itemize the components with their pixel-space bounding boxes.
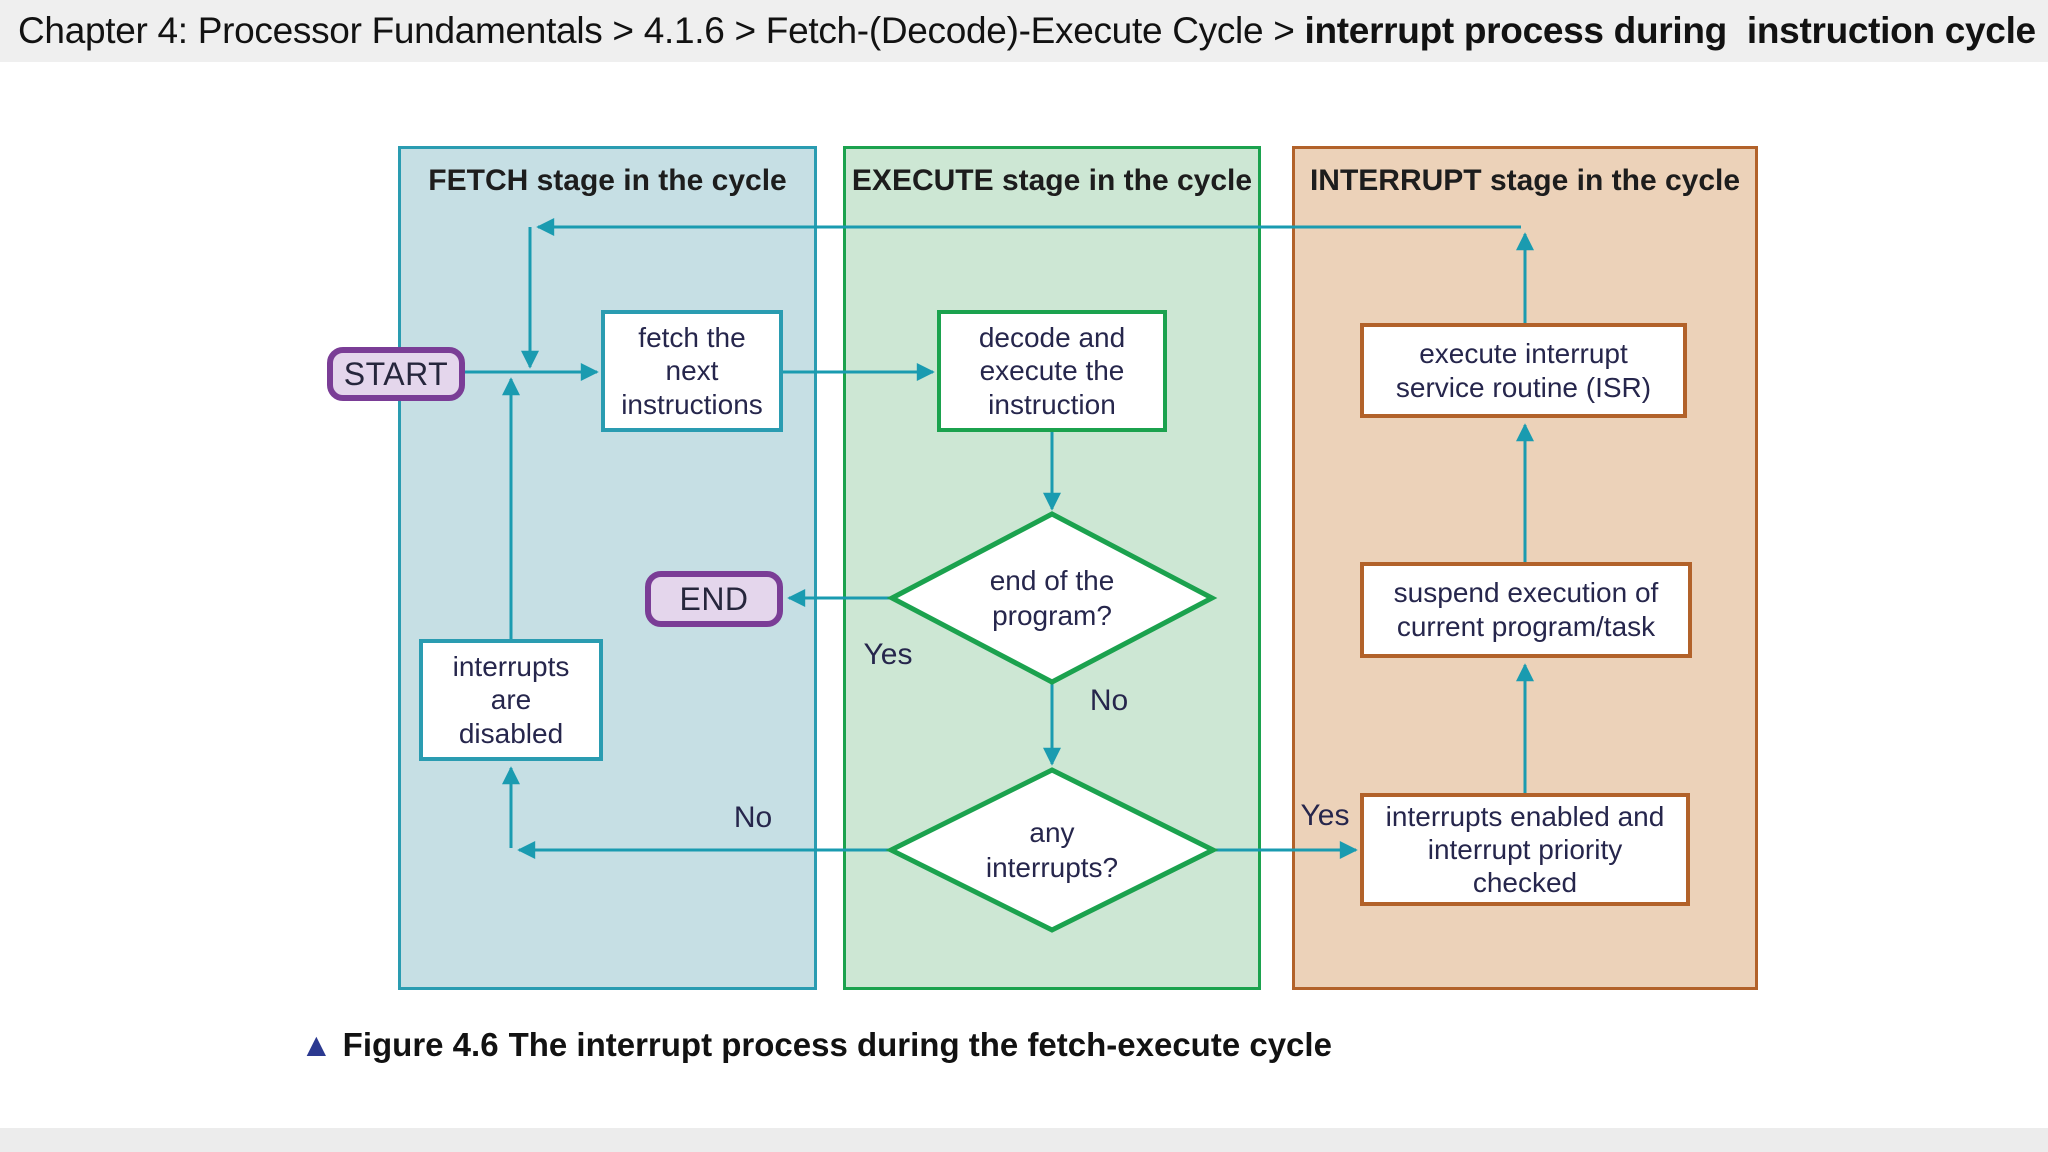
suspend-execution-box: suspend execution of current program/tas… (1360, 562, 1692, 658)
end-terminator: END (645, 571, 783, 627)
interrupt-stage-title: INTERRUPT stage in the cycle (1309, 164, 1741, 197)
figure-marker-icon: ▲ (300, 1026, 333, 1063)
edge-label-yes-end: Yes (863, 638, 913, 671)
fetch-stage-column: FETCH stage in the cycle (398, 146, 817, 990)
any-interrupts-label: any interrupts? (985, 817, 1119, 883)
fetch-stage-title: FETCH stage in the cycle (428, 164, 787, 197)
figure-caption-text: The interrupt process during the fetch-e… (508, 1026, 1332, 1063)
interrupts-disabled-box: interrupts are disabled (419, 639, 603, 761)
decode-execute-instruction-box: decode and execute the instruction (937, 310, 1167, 432)
interrupts-enabled-box: interrupts enabled and interrupt priorit… (1360, 793, 1690, 906)
breadcrumb-bar: Chapter 4: Processor Fundamentals > 4.1.… (0, 0, 2048, 62)
execute-stage-title: EXECUTE stage in the cycle (851, 164, 1253, 197)
breadcrumb: Chapter 4: Processor Fundamentals > 4.1.… (18, 0, 2036, 62)
breadcrumb-path[interactable]: Chapter 4: Processor Fundamentals > 4.1.… (18, 10, 1305, 51)
figure-number: Figure 4.6 (342, 1026, 499, 1063)
fetch-next-instructions-box: fetch the next instructions (601, 310, 783, 432)
edge-label-yes-interrupt: Yes (1300, 799, 1350, 832)
start-terminator: START (327, 347, 465, 401)
execute-isr-box: execute interrupt service routine (ISR) (1360, 323, 1687, 418)
edge-label-no-loop: No (733, 801, 773, 834)
breadcrumb-current-page: interrupt process during instruction cyc… (1304, 10, 2036, 51)
footer-bar (0, 1128, 2048, 1152)
edge-label-no-continue: No (1089, 684, 1129, 717)
